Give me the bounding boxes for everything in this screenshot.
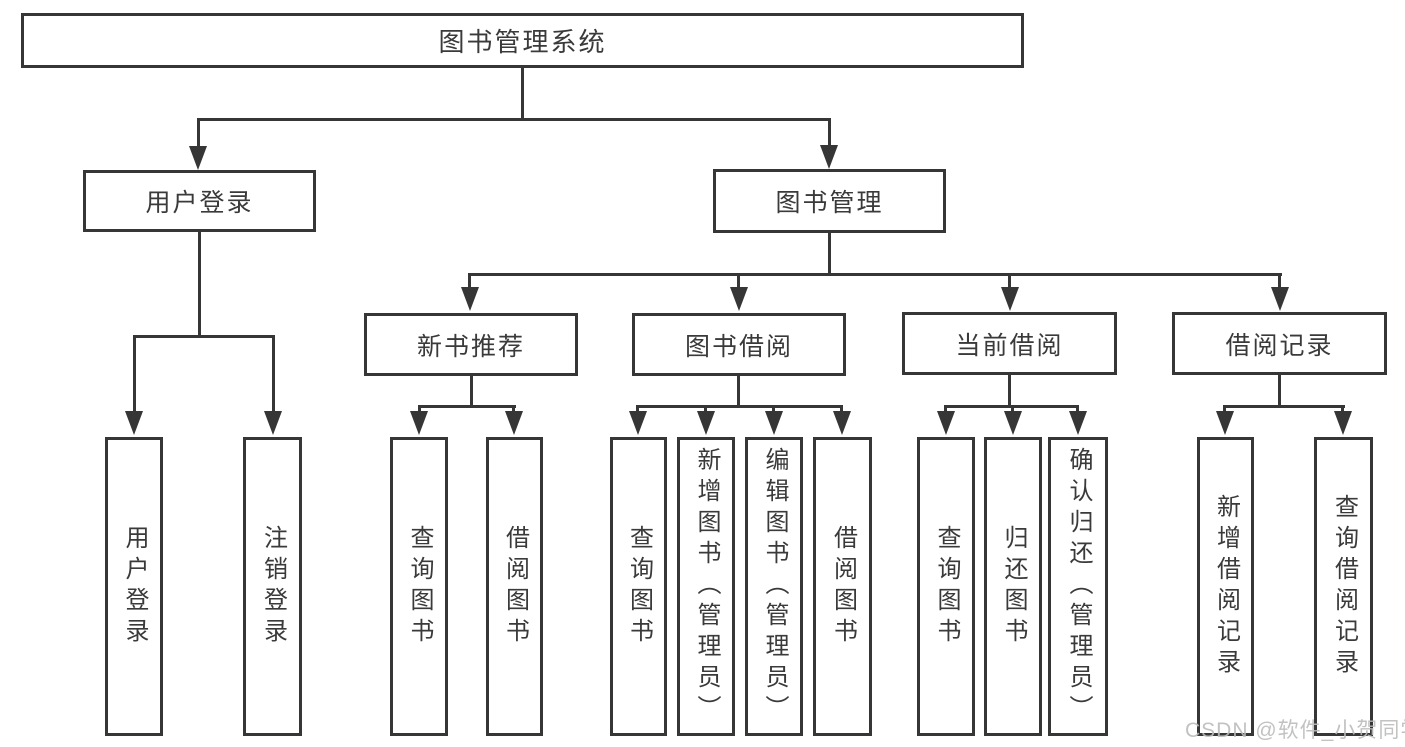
connector-line [944, 405, 947, 413]
csdn-watermark: CSDN @软件_小贺同学 [1185, 719, 1405, 742]
connector-line [704, 405, 707, 413]
arrow-down-icon [629, 411, 647, 435]
leaf-return-book-label: 归还图书 [1000, 524, 1027, 649]
connector-line [1223, 405, 1345, 408]
node-new-book-recommend: 新书推荐 [364, 313, 578, 376]
leaf-logout-label: 注销登录 [259, 524, 287, 649]
node-book-management-label: 图书管理 [775, 189, 884, 217]
arrow-down-icon [264, 411, 282, 435]
leaf-return-book: 归还图书 [984, 437, 1042, 736]
arrow-down-icon [697, 411, 715, 435]
node-book-borrow-label: 图书借阅 [684, 332, 793, 361]
arrow-down-icon [1334, 411, 1352, 435]
node-book-management: 图书管理 [713, 169, 946, 233]
connector-line [828, 233, 831, 276]
leaf-confirm-return-admin-label: 确认归还（管理员） [1065, 447, 1092, 726]
leaf-edit-book-admin-label: 编辑图书（管理员） [761, 447, 788, 726]
connector-line [197, 118, 831, 121]
leaf-borrow-book-2-label: 借阅图书 [829, 524, 857, 649]
connector-line [1278, 375, 1281, 407]
node-book-borrow: 图书借阅 [632, 313, 846, 376]
arrow-down-icon [1001, 287, 1019, 311]
arrow-down-icon [833, 411, 851, 435]
leaf-query-book-3: 查询图书 [917, 437, 975, 736]
connector-line [512, 405, 515, 413]
node-root-label: 图书管理系统 [438, 27, 607, 57]
leaf-query-book-2: 查询图书 [610, 437, 667, 736]
connector-line [272, 335, 275, 413]
arrow-down-icon [505, 411, 523, 435]
leaf-confirm-return-admin: 确认归还（管理员） [1048, 437, 1108, 736]
leaf-query-book-3-label: 查询图书 [933, 524, 960, 649]
leaf-user-login-label: 用户登录 [121, 524, 148, 649]
connector-line [469, 273, 1282, 276]
leaf-logout: 注销登录 [243, 437, 302, 736]
connector-line [737, 273, 740, 290]
connector-line [828, 118, 831, 147]
node-borrow-record-label: 借阅记录 [1225, 331, 1334, 360]
node-borrow-record: 借阅记录 [1172, 312, 1387, 375]
connector-line [1076, 405, 1079, 413]
connector-line [1011, 405, 1014, 413]
connector-line [637, 405, 843, 408]
arrow-down-icon [820, 145, 838, 169]
connector-line [840, 405, 843, 413]
node-current-borrow-label: 当前借阅 [955, 331, 1064, 360]
leaf-borrow-book-1: 借阅图书 [486, 437, 543, 736]
connector-line [1008, 375, 1011, 407]
leaf-query-borrow-record: 查询借阅记录 [1314, 437, 1373, 736]
node-new-book-recommend-label: 新书推荐 [416, 332, 525, 361]
leaf-user-login: 用户登录 [105, 437, 163, 736]
node-user-login: 用户登录 [83, 170, 316, 232]
connector-line [636, 405, 639, 413]
connector-line [1008, 273, 1011, 290]
leaf-add-book-admin: 新增图书（管理员） [677, 437, 735, 736]
arrow-down-icon [1216, 411, 1234, 435]
connector-line [418, 405, 421, 413]
node-user-login-label: 用户登录 [145, 189, 254, 217]
leaf-query-book-2-label: 查询图书 [625, 524, 653, 649]
connector-line [1278, 273, 1281, 290]
leaf-add-borrow-record: 新增借阅记录 [1197, 437, 1254, 736]
arrow-down-icon [189, 146, 207, 170]
arrow-down-icon [1004, 411, 1022, 435]
connector-line [772, 405, 775, 413]
connector-line [197, 118, 200, 148]
connector-line [737, 376, 740, 407]
leaf-query-book-1-label: 查询图书 [406, 524, 433, 649]
leaf-edit-book-admin: 编辑图书（管理员） [745, 437, 803, 736]
connector-line [468, 273, 471, 290]
connector-line [1341, 405, 1344, 413]
leaf-borrow-book-2: 借阅图书 [813, 437, 872, 736]
connector-line [133, 335, 136, 413]
node-current-borrow: 当前借阅 [902, 312, 1117, 375]
connector-line [470, 376, 473, 407]
leaf-query-borrow-record-label: 查询借阅记录 [1330, 493, 1358, 680]
connector-line [418, 405, 516, 408]
arrow-down-icon [765, 411, 783, 435]
arrow-down-icon [937, 411, 955, 435]
connector-line [133, 335, 275, 338]
leaf-borrow-book-1-label: 借阅图书 [501, 524, 529, 649]
leaf-add-borrow-record-label: 新增借阅记录 [1212, 493, 1240, 680]
arrow-down-icon [125, 411, 143, 435]
arrow-down-icon [1271, 287, 1289, 311]
leaf-query-book-1: 查询图书 [390, 437, 448, 736]
arrow-down-icon [410, 411, 428, 435]
arrow-down-icon [461, 287, 479, 311]
connector-line [1223, 405, 1226, 413]
leaf-add-book-admin-label: 新增图书（管理员） [693, 447, 720, 726]
node-root: 图书管理系统 [21, 13, 1024, 68]
connector-line [521, 68, 524, 120]
connector-line [198, 232, 201, 338]
arrow-down-icon [1069, 411, 1087, 435]
arrow-down-icon [730, 287, 748, 311]
